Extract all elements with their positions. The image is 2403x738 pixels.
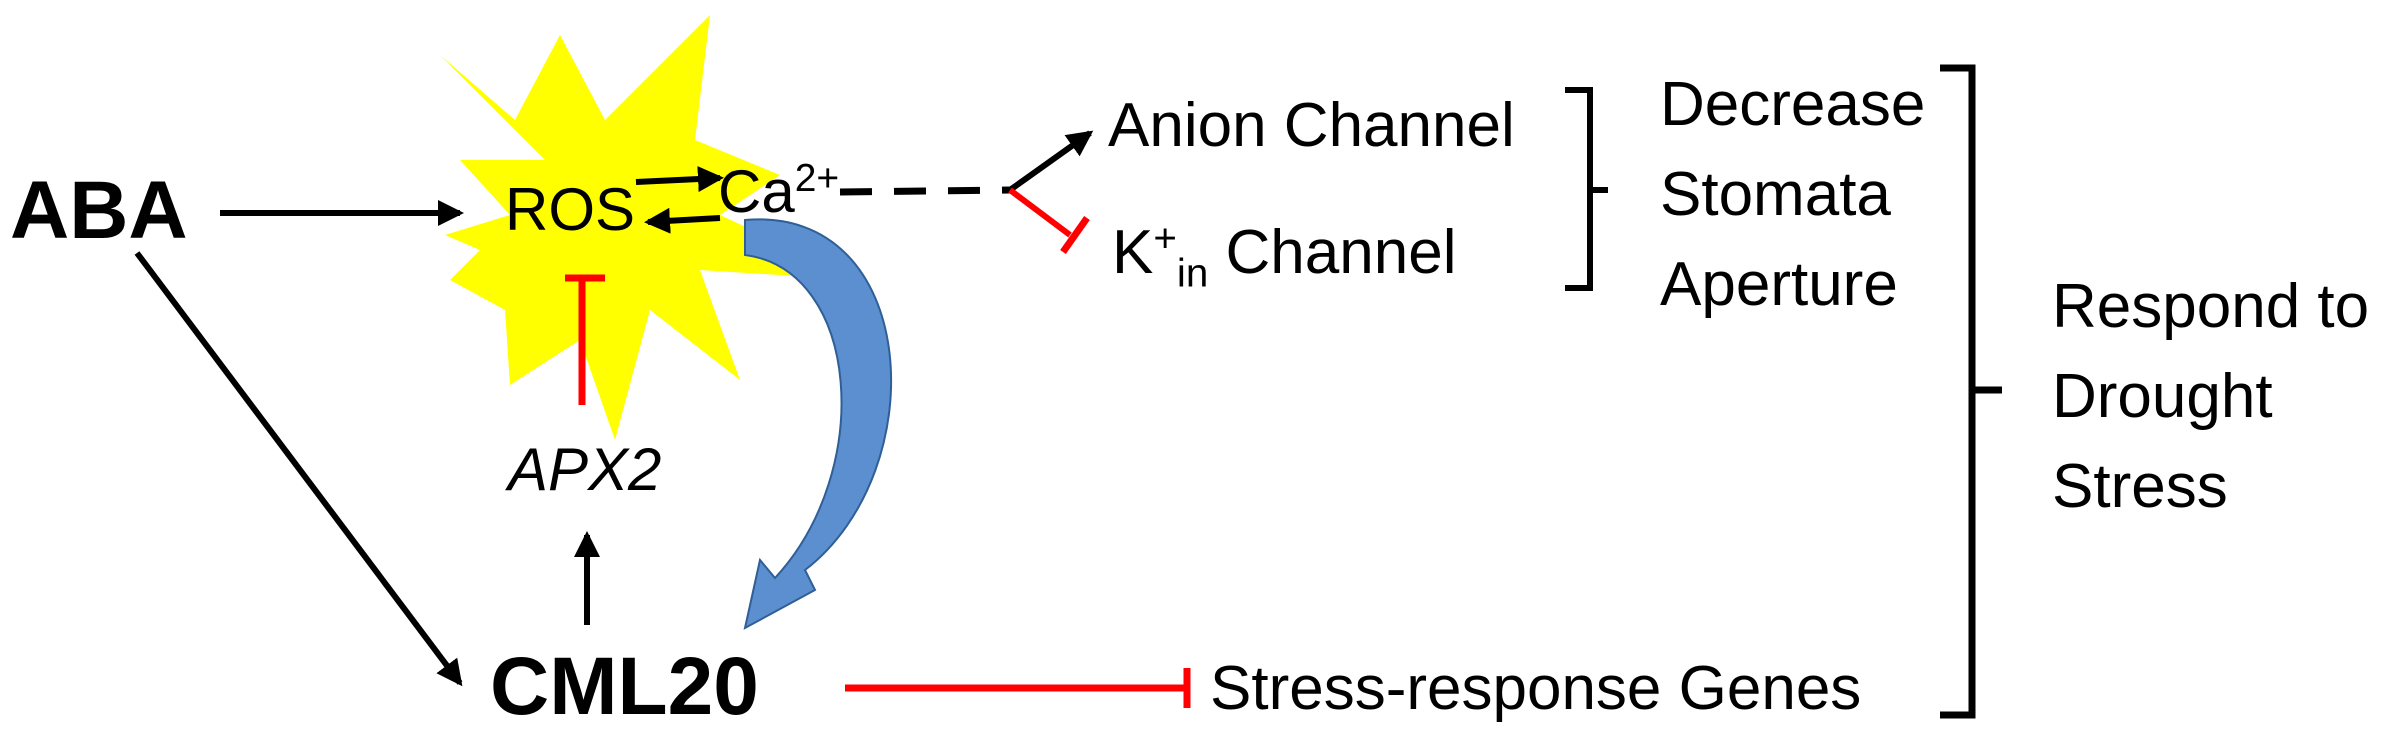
bracket-drought: [1940, 64, 2002, 719]
node-k-base: K: [1112, 218, 1154, 287]
feedback-arrow-ca-to-cml20: [743, 218, 893, 630]
outcome-drought-line: Respond to: [2052, 272, 2370, 341]
outcome-stomata: Decrease Stomata Aperture: [1660, 60, 1925, 330]
outcome-drought-line: Stress: [2052, 452, 2228, 521]
arrow-ca-to-ros: [644, 207, 721, 234]
arrow-aba-to-cml20: [134, 251, 463, 687]
inhibition-branch-to-k-bar: [1060, 215, 1090, 255]
dashed-ca-to-branch: [839, 186, 1011, 196]
outcome-stomata-line: Decrease: [1660, 70, 1926, 139]
node-aba: ABA: [10, 165, 188, 256]
outcome-stomata-line: Stomata: [1660, 160, 1891, 229]
outcome-drought-line: Drought: [2052, 362, 2273, 431]
node-apx2: APX2: [508, 436, 662, 503]
node-ca-base: Ca: [718, 158, 795, 225]
outcome-drought: Respond to Drought Stress: [2052, 262, 2369, 532]
arrow-branch-to-anion: [1008, 130, 1094, 193]
node-stress-response-genes: Stress-response Genes: [1210, 654, 1862, 723]
bracket-channels: [1565, 87, 1608, 291]
inhibition-branch-to-k: [1008, 187, 1072, 238]
outcome-stomata-line: Aperture: [1660, 250, 1898, 319]
node-k-channel: K+in Channel: [1112, 218, 1456, 293]
node-k-subscript: in: [1176, 250, 1209, 296]
node-ca-superscript: 2+: [794, 157, 840, 200]
node-cml20: CML20: [490, 641, 759, 732]
node-ca: Ca2+: [718, 159, 839, 222]
node-k-superscript: +: [1153, 215, 1177, 261]
arrow-ros-to-ca: [635, 166, 724, 193]
node-ros: ROS: [505, 176, 636, 243]
node-k-rest: Channel: [1208, 218, 1457, 287]
node-anion-channel: Anion Channel: [1108, 91, 1515, 160]
